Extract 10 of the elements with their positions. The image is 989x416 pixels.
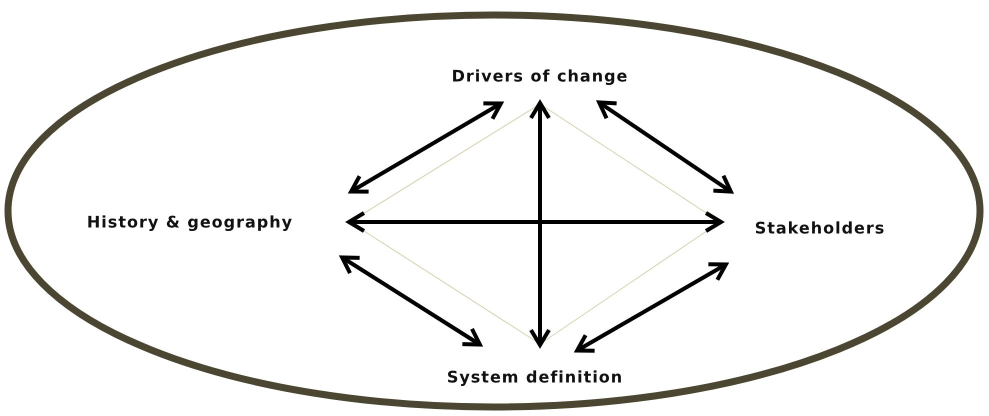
double-arrow (340, 255, 482, 347)
node-label: History & geography (86, 212, 294, 232)
double-arrow (349, 101, 503, 194)
double-arrow (529, 101, 551, 347)
node-label: System definition (446, 368, 624, 386)
node-label: Drivers of change (452, 66, 628, 86)
double-arrow (575, 262, 728, 353)
node-label: Stakeholders (754, 218, 886, 238)
double-arrow (597, 100, 733, 194)
double-arrow (347, 211, 723, 233)
